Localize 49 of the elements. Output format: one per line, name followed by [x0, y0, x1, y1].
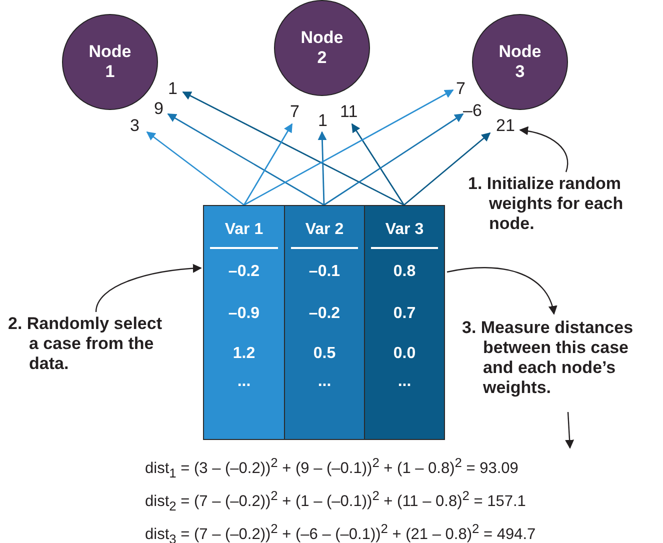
cell-value: 1.2	[232, 346, 256, 362]
weight-value: 3	[130, 117, 140, 134]
cell-value: 0.8	[392, 264, 417, 280]
step-note: 3. Measure distances between this case and each node’s weights.	[462, 318, 634, 398]
cell-value: –0.1	[308, 264, 342, 280]
weight-arrow	[404, 132, 491, 206]
cell-value: ...	[236, 374, 252, 390]
formula: dist$_{1}$ = (3 – (–0.2))$^{2}$ + (9 – (–0.1))$^{2}$ + (1 – 0.8)$^{2}$ = 93.09	[145, 454, 520, 482]
weight-value: –6	[463, 102, 482, 119]
cell-value: 0.7	[392, 306, 417, 322]
table-column	[203, 205, 285, 440]
cell-value: ...	[396, 374, 412, 390]
weight-arrow	[244, 89, 454, 206]
pointer-arrow	[95, 264, 202, 312]
table-column	[284, 205, 365, 440]
weight-value: 1	[318, 112, 328, 129]
cell-value: –0.9	[227, 306, 261, 322]
formula: dist$_{2}$ = (7 – (–0.2))$^{2}$ + (1 – (–0.1))$^{2}$ + (11 – 0.8)$^{2}$ = 157.1	[145, 486, 527, 516]
weight-arrow	[167, 113, 324, 206]
step-note: 2. Randomly select a case from the data.	[8, 314, 162, 374]
weight-arrow	[146, 131, 244, 206]
cell-value: –0.2	[227, 264, 261, 280]
cell-value: ...	[316, 374, 332, 390]
weight-value: 7	[290, 103, 300, 120]
weight-arrow	[243, 123, 293, 206]
node-label: Node 3	[498, 42, 542, 82]
weight-arrow	[318, 131, 327, 206]
cell-value: 0.5	[312, 346, 337, 362]
column-header: Var 2	[291, 222, 358, 249]
weight-value: 9	[154, 100, 164, 117]
formula: dist$_{3}$ = (7 – (–0.2))$^{2}$ + (–6 – (–0.1))$^{2}$ + (21 – 0.8)$^{2}$ = 494.7	[145, 520, 537, 543]
column-header: Var 1	[210, 222, 278, 249]
pointer-arrow	[565, 412, 574, 449]
weight-value: 21	[496, 117, 515, 134]
pointer-arrow	[519, 126, 568, 172]
weight-value: 1	[168, 80, 178, 97]
weight-arrow	[351, 123, 405, 206]
node-label: Node 1	[88, 42, 132, 82]
step-note: 1. Initialize random weights for each node.	[468, 174, 624, 234]
weight-arrow	[182, 91, 404, 206]
pointer-arrow	[446, 267, 556, 315]
node-label: Node 2	[300, 28, 344, 68]
weight-value: 7	[456, 80, 466, 97]
weight-value: 11	[340, 103, 358, 120]
table-column	[364, 205, 445, 440]
weight-arrow	[324, 113, 464, 206]
cell-value: –0.2	[308, 306, 342, 322]
column-header: Var 3	[371, 222, 438, 249]
cell-value: 0.0	[392, 346, 417, 362]
